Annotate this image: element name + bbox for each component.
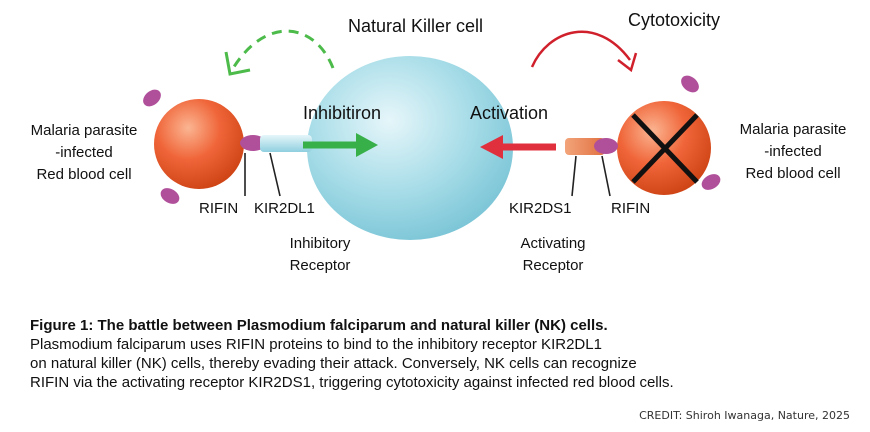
cytotoxicity-label: Cytotoxicity <box>628 10 721 30</box>
credit-label: CREDIT: <box>639 409 683 422</box>
rifin-right-label: RIFIN <box>611 200 651 217</box>
kir2ds1-receptor <box>565 138 605 155</box>
cytotoxicity-arrow-head <box>617 52 638 73</box>
pointer-line <box>269 152 281 197</box>
right-cell-label-line: Red blood cell <box>745 165 841 182</box>
inhibition-label: Inhibitiron <box>303 103 382 123</box>
activating-receptor-line: Activating <box>520 235 586 252</box>
caption-title: Figure 1: The battle between Plasmodium … <box>30 317 608 334</box>
dashed-arrow-head <box>224 51 251 76</box>
inhibitory-receptor-line: Receptor <box>289 257 351 274</box>
kir2dl1-label: KIR2DL1 <box>254 200 315 217</box>
rifin-blob <box>160 188 180 204</box>
credit-line: CREDIT: Shiroh Iwanaga, Nature, 2025 <box>639 409 850 422</box>
activation-label: Activation <box>470 103 549 123</box>
nk-cell-label: Natural Killer cell <box>348 16 484 36</box>
cross-line <box>631 113 699 184</box>
rifin-blob <box>143 89 161 107</box>
activation-arrow-head <box>480 135 503 159</box>
caption-line: Plasmodium falciparum uses RIFIN protein… <box>30 336 602 353</box>
left-cell-label-line: Red blood cell <box>36 166 132 183</box>
inhibition-arrow-head <box>356 133 378 157</box>
left-cell-label: Malaria parasite -infected Red blood cel… <box>4 120 164 186</box>
activating-receptor-line: Receptor <box>522 257 584 274</box>
nk-cell <box>307 56 513 240</box>
activating-receptor-label: Activating Receptor <box>503 233 603 277</box>
rifin-left-label: RIFIN <box>199 200 239 217</box>
right-cell-label-line: Malaria parasite <box>739 121 847 138</box>
figure-caption: Figure 1: The battle between Plasmodium … <box>30 316 860 392</box>
pointer-line <box>601 155 611 197</box>
rifin-blob <box>701 174 721 190</box>
rifin-left-protein <box>240 135 266 151</box>
credit-text: Shiroh Iwanaga, Nature, 2025 <box>685 409 850 422</box>
left-red-blood-cell <box>154 99 244 189</box>
right-cell-label-line: -infected <box>764 143 822 160</box>
caption-line: on natural killer (NK) cells, thereby ev… <box>30 355 637 372</box>
cytotoxicity-arrow <box>530 30 632 68</box>
dashed-feedback-arrow <box>230 29 335 71</box>
left-cell-label-line: Malaria parasite <box>30 122 138 139</box>
kir2dl1-receptor <box>260 135 312 152</box>
rifin-right-protein <box>594 138 618 154</box>
left-cell-label-line: -infected <box>55 144 113 161</box>
right-cell-label: Malaria parasite -infected Red blood cel… <box>718 119 868 185</box>
rifin-blob <box>681 75 699 93</box>
pointer-line <box>571 155 577 197</box>
caption-line: RIFIN via the activating receptor KIR2DS… <box>30 374 674 391</box>
inhibitory-receptor-label: Inhibitory Receptor <box>270 233 370 277</box>
inhibitory-receptor-line: Inhibitory <box>289 235 351 252</box>
kir2ds1-label: KIR2DS1 <box>509 200 572 217</box>
diagram-graphic <box>143 29 721 240</box>
